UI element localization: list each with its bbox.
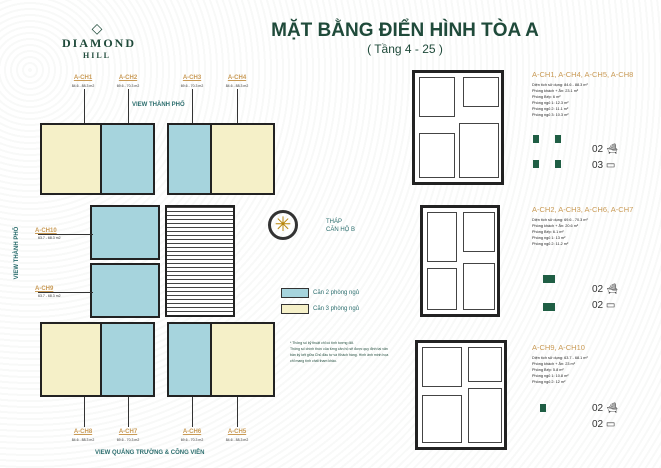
leader-line bbox=[237, 397, 238, 427]
unit-type-2-info: A-CH2, A-CH3, A-CH6, A-CH7 Diện tích sử … bbox=[532, 205, 634, 246]
unit-type-3-info: A-CH9, A-CH10 Diện tích sử dụng: 63.7 - … bbox=[532, 343, 588, 384]
unit-label: A-CH4 bbox=[227, 75, 247, 81]
bathroom-count: 02 🛁︎ bbox=[592, 403, 619, 414]
leader-line bbox=[84, 89, 85, 129]
legend-swatch-2br bbox=[281, 288, 309, 298]
legend-swatch-3br bbox=[281, 304, 309, 314]
leader-line bbox=[128, 89, 129, 129]
bedroom-count: 03 ▭ bbox=[592, 160, 616, 171]
unit-label: A-CH10 bbox=[35, 228, 57, 234]
unit-a-ch1[interactable] bbox=[40, 123, 102, 195]
legend-label: Căn 3 phòng ngủ bbox=[313, 306, 360, 312]
unit-a-ch2[interactable] bbox=[100, 123, 155, 195]
view-label-bottom: VIEW QUẢNG TRƯỜNG & CÔNG VIÊN bbox=[95, 450, 205, 456]
bed-icon: ▭ bbox=[605, 300, 616, 311]
unit-area: 69.6 - 70.3 m2 bbox=[116, 84, 140, 88]
page-title: MẶT BẰNG ĐIỂN HÌNH TÒA A bbox=[271, 20, 539, 41]
unit-label: A-CH2 bbox=[118, 75, 138, 81]
unit-label: A-CH7 bbox=[118, 429, 138, 435]
unit-a-ch7[interactable] bbox=[100, 322, 155, 397]
leader-line bbox=[128, 397, 129, 427]
unit-area: 84.6 - 88.3 m2 bbox=[71, 438, 95, 442]
unit-label: A-CH6 bbox=[182, 429, 202, 435]
unit-plan-type-1 bbox=[412, 70, 504, 185]
bedroom-count: 02 ▭ bbox=[592, 419, 616, 430]
page-subtitle: ( Tầng 4 - 25 ) bbox=[367, 42, 443, 56]
unit-label: A-CH8 bbox=[73, 429, 93, 435]
leader-line bbox=[38, 292, 93, 293]
bathtub-icon: 🛁︎ bbox=[605, 403, 619, 414]
unit-area: 69.6 - 70.3 m2 bbox=[180, 438, 204, 442]
unit-area: 84.6 - 88.3 m2 bbox=[225, 438, 249, 442]
unit-a-ch10[interactable] bbox=[90, 205, 160, 260]
unit-a-ch8[interactable] bbox=[40, 322, 102, 397]
logo: ◇ DIAMOND HILL bbox=[62, 20, 136, 60]
unit-area: 69.6 - 70.3 m2 bbox=[180, 84, 204, 88]
unit-area: 84.6 - 88.3 m2 bbox=[225, 84, 249, 88]
bed-icon: ▭ bbox=[605, 160, 616, 171]
unit-label: A-CH9 bbox=[35, 286, 54, 292]
unit-a-ch4[interactable] bbox=[210, 123, 275, 195]
unit-a-ch3[interactable] bbox=[167, 123, 212, 195]
view-label-top: VIEW THÀNH PHỐ bbox=[132, 102, 185, 108]
unit-type-1-info: A-CH1, A-CH4, A-CH5, A-CH8 Diện tích sử … bbox=[532, 70, 634, 117]
bedroom-count: 02 ▭ bbox=[592, 300, 616, 311]
leader-line bbox=[38, 234, 93, 235]
notes: * Thông số kỹ thuật chỉ có tính tương đố… bbox=[290, 341, 389, 363]
bathroom-count: 02 🛁︎ bbox=[592, 284, 619, 295]
leader-line bbox=[192, 397, 193, 427]
unit-area: 63.7 - 68.3 m2 bbox=[38, 236, 61, 240]
view-label-left: VIEW THÀNH PHỐ bbox=[14, 226, 20, 280]
unit-label: A-CH5 bbox=[227, 429, 247, 435]
unit-a-ch5[interactable] bbox=[210, 322, 275, 397]
leader-line bbox=[192, 89, 193, 129]
unit-area: 84.6 - 88.3 m2 bbox=[71, 84, 95, 88]
bathroom-count: 02 🛁︎ bbox=[592, 144, 619, 155]
unit-plan-type-2 bbox=[420, 205, 500, 317]
core-stairs-elevators bbox=[165, 205, 235, 317]
unit-area: 63.7 - 68.3 m2 bbox=[38, 294, 61, 298]
legend-label: Căn 2 phòng ngủ bbox=[313, 290, 360, 296]
bed-icon: ▭ bbox=[605, 419, 616, 430]
bathtub-icon: 🛁︎ bbox=[605, 284, 619, 295]
diamond-icon: ◇ bbox=[91, 20, 103, 36]
unit-a-ch9[interactable] bbox=[90, 263, 160, 318]
leader-line bbox=[84, 397, 85, 427]
leader-line bbox=[237, 89, 238, 129]
unit-area: 69.6 - 70.3 m2 bbox=[116, 438, 140, 442]
unit-plan-type-3 bbox=[415, 340, 507, 450]
unit-label: A-CH1 bbox=[73, 75, 93, 81]
unit-a-ch6[interactable] bbox=[167, 322, 212, 397]
bathtub-icon: 🛁︎ bbox=[605, 144, 619, 155]
compass-icon: ✳ bbox=[268, 210, 298, 240]
unit-label: A-CH3 bbox=[182, 75, 202, 81]
